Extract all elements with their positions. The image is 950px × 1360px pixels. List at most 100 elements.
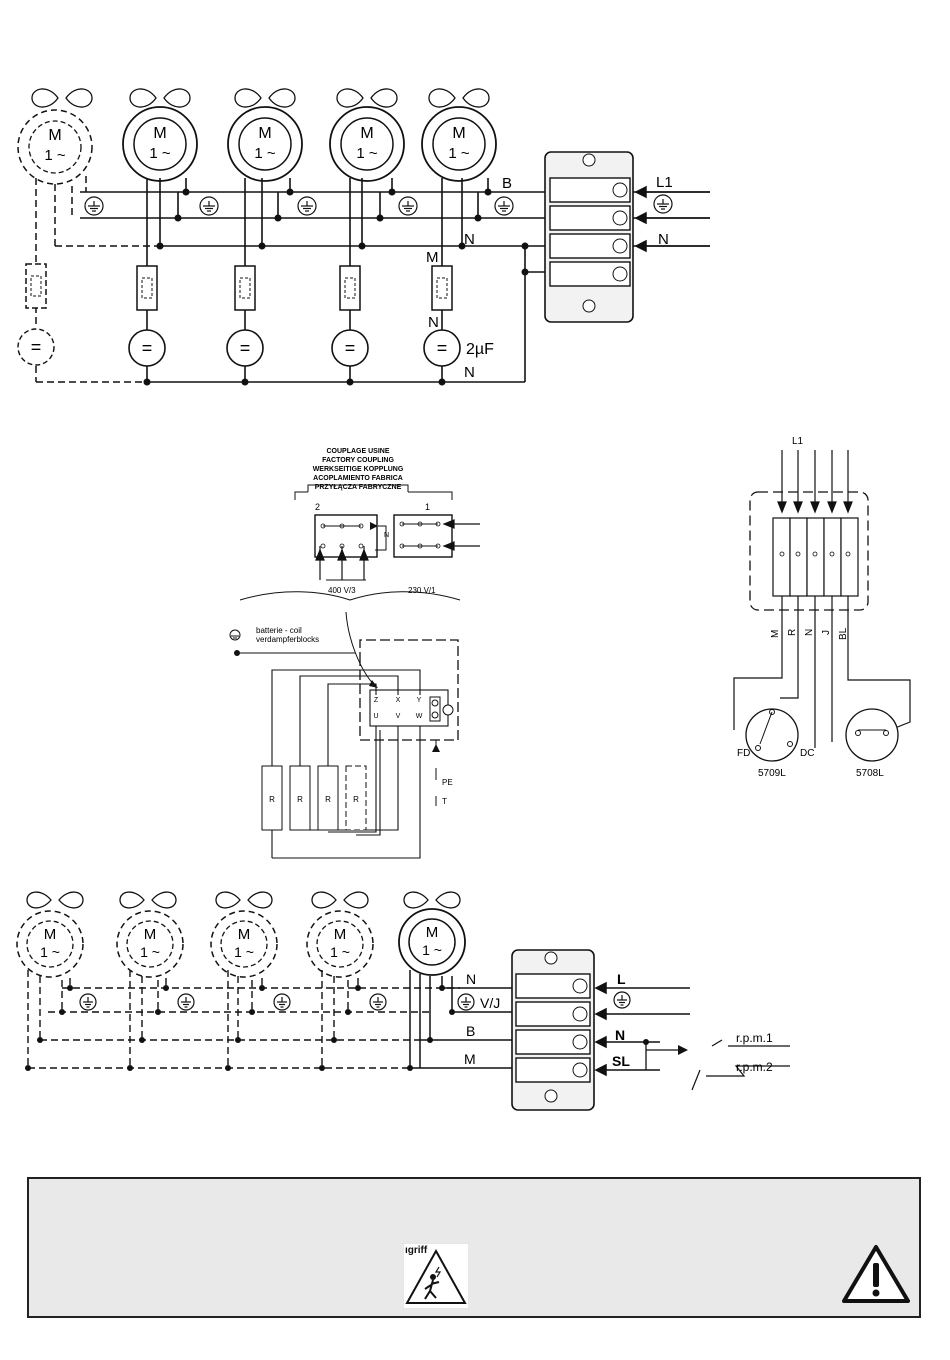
resistor: R	[345, 765, 367, 831]
motor: M 1 ~	[398, 908, 466, 976]
switch-housing	[749, 491, 869, 611]
motor-dashed: M 1 ~	[306, 910, 374, 978]
capacitor-icon: =	[423, 329, 461, 367]
svg-text:1 ~: 1 ~	[356, 145, 378, 162]
fan-icon	[403, 891, 461, 909]
wiring-diagram-1: M 1 ~ M 1 ~ M 1 ~ M 1 ~ M 1 ~	[17, 88, 710, 386]
label-n: N	[428, 314, 439, 331]
label-m: M	[426, 249, 439, 266]
svg-text:M: M	[334, 926, 347, 943]
l1-label: L1	[792, 436, 804, 447]
capacitor-icon: =	[226, 329, 264, 367]
svg-text:R: R	[269, 795, 275, 804]
svg-text:=: =	[240, 338, 251, 358]
fuse-icon	[234, 265, 256, 311]
wiring-diagram-2: COUPLAGE USINE FACTORY COUPLING WERKSEIT…	[229, 448, 480, 859]
svg-text:1 ~: 1 ~	[149, 145, 171, 162]
fan-icon	[129, 88, 191, 108]
svg-text:1 ~: 1 ~	[234, 944, 254, 960]
motor-dashed: M 1 ~	[116, 910, 184, 978]
coupling-block-2	[314, 514, 378, 558]
terminal-l-label: L	[617, 971, 626, 987]
svg-text:=: =	[437, 338, 448, 358]
svg-text:X: X	[396, 697, 401, 704]
fan-icon	[336, 88, 398, 108]
svg-text:W: W	[416, 713, 423, 720]
svg-text:M: M	[452, 125, 465, 142]
ground-icon	[398, 196, 418, 216]
svg-text:R: R	[353, 795, 359, 804]
capacitor-icon: =	[128, 329, 166, 367]
fuse-icon	[136, 265, 158, 311]
svg-text:M: M	[44, 926, 57, 943]
svg-text:PRZYŁĄCZA FABRYCZNE: PRZYŁĄCZA FABRYCZNE	[315, 484, 402, 491]
switch-5709l-label: 5709L	[758, 768, 786, 779]
label-n: N	[658, 231, 669, 248]
svg-text:1 ~: 1 ~	[254, 145, 276, 162]
svg-text:FACTORY COUPLING: FACTORY COUPLING	[322, 457, 394, 464]
ground-icon	[442, 704, 454, 716]
warning-panel: ıgriff	[27, 1177, 921, 1318]
svg-text:Z: Z	[374, 697, 379, 704]
ground-icon	[229, 629, 241, 641]
resistor: R	[289, 765, 311, 831]
wiring-diagram-4: M 1 ~ M 1 ~ M 1 ~ M 1 ~ M 1 ~	[16, 891, 790, 1111]
motor-dashed: M 1 ~	[210, 910, 278, 978]
label-n: N	[464, 231, 475, 248]
svg-text:M: M	[238, 926, 251, 943]
input-arrows	[634, 185, 710, 253]
motor: M 1 ~	[421, 106, 497, 182]
svg-text:=: =	[345, 338, 356, 358]
wires	[409, 970, 512, 1069]
fan-icon	[234, 88, 296, 108]
ground-icon	[297, 196, 317, 216]
fuse-icon	[339, 265, 361, 311]
ground-icon	[177, 993, 195, 1011]
label-m: M	[464, 1051, 476, 1067]
svg-text:V: V	[396, 713, 401, 720]
svg-text:1 ~: 1 ~	[448, 145, 470, 162]
svg-text:M: M	[360, 125, 373, 142]
label-b: B	[466, 1023, 475, 1039]
svg-text:M: M	[144, 926, 157, 943]
svg-text:ACOPLAMIENTO FABRICA: ACOPLAMIENTO FABRICA	[313, 475, 403, 482]
fan-icon	[215, 891, 273, 909]
fuse-icon	[25, 263, 47, 309]
svg-text:R: R	[297, 795, 303, 804]
pe-label: PE	[442, 778, 453, 787]
svg-text:WERKSEITIGE KOPPLUNG: WERKSEITIGE KOPPLUNG	[313, 466, 404, 473]
svg-text:N: N	[804, 629, 815, 636]
fan-icon	[428, 88, 490, 108]
rpm-switch	[691, 1039, 790, 1091]
ground-icon	[457, 993, 475, 1011]
ground-icon	[84, 196, 104, 216]
voltage-3-phase: 400 V/3	[328, 586, 356, 595]
fan-icon	[311, 891, 369, 909]
coil-label: batterie - coil	[256, 626, 302, 635]
n-label: N	[384, 532, 389, 539]
terminal-sl-label: SL	[612, 1053, 630, 1069]
svg-text:1 ~: 1 ~	[40, 944, 60, 960]
svg-text:M: M	[258, 125, 271, 142]
resistor: R	[317, 765, 339, 831]
label-l1: L1	[656, 174, 673, 191]
svg-text:U: U	[373, 713, 378, 720]
rpm2-label: r.p.m.2	[736, 1060, 773, 1074]
svg-text:1 ~: 1 ~	[44, 147, 66, 164]
t-label: T	[442, 797, 447, 806]
svg-text:=: =	[142, 338, 153, 358]
svg-text:BL: BL	[838, 627, 849, 640]
shock-label: ıgriff	[405, 1245, 428, 1256]
capacitor-icon: =	[331, 329, 369, 367]
motor: M 1 ~	[122, 106, 198, 182]
voltage-1-phase: 230 V/1	[408, 586, 436, 595]
motor-dashed: M 1 ~	[16, 910, 84, 978]
resistor: R	[261, 765, 283, 831]
fd-label: FD	[737, 748, 750, 759]
svg-text:1 ~: 1 ~	[330, 944, 350, 960]
junction-dots	[143, 188, 529, 386]
ground-icon	[79, 993, 97, 1011]
terminal-block	[544, 151, 634, 323]
electric-shock-icon	[403, 1243, 469, 1309]
svg-text:1 ~: 1 ~	[422, 942, 442, 958]
